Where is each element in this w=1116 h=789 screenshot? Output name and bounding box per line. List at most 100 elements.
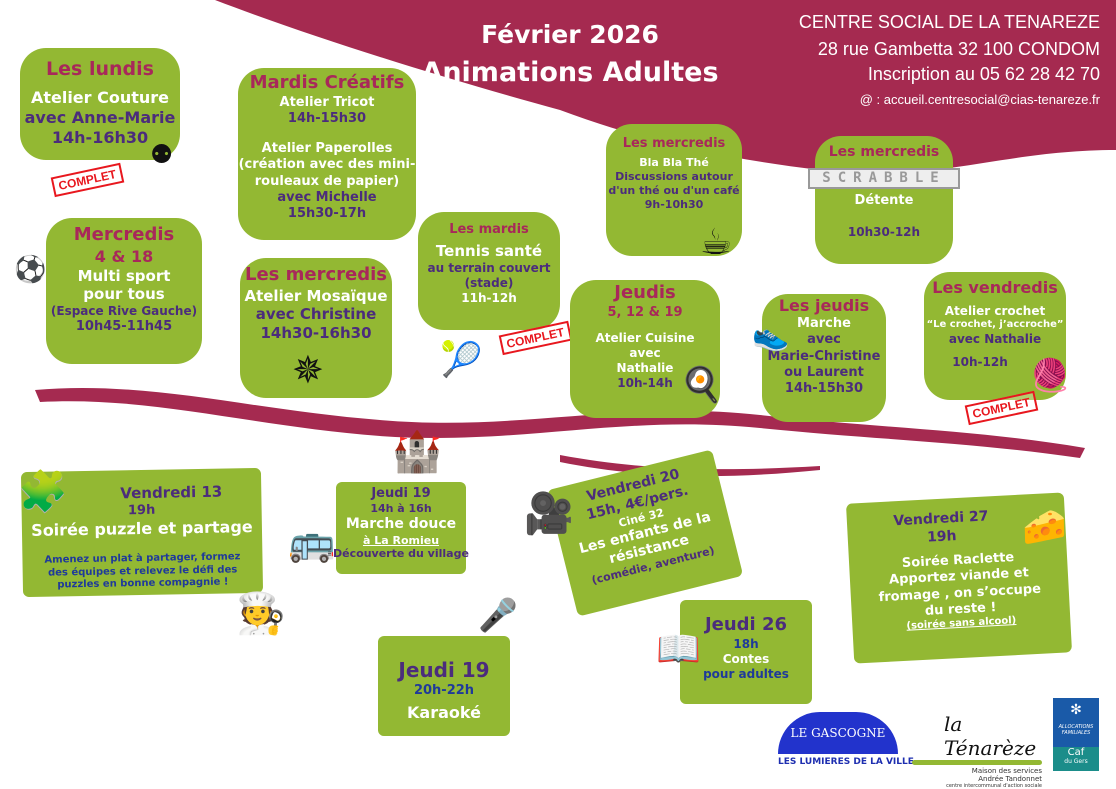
card-line: d'un thé ou d'un café: [608, 183, 740, 197]
puzzle-piece-icon: 🧩: [18, 469, 68, 515]
card-line: ou Laurent: [784, 364, 864, 380]
card-line: (création avec des mini-: [238, 157, 416, 173]
sports-balls-icon: ⚽: [14, 255, 47, 285]
buttons-icon: ⚉: [150, 140, 174, 170]
top-maroon-band: [215, 0, 1116, 174]
card-dates: 4 & 18: [94, 246, 154, 266]
card-line: (stade): [464, 276, 514, 290]
scrabble-tiles: SCRABBLE: [808, 167, 960, 189]
card-day: Jeudis: [614, 282, 676, 303]
coffee-cup-icon: ☕: [700, 222, 733, 263]
event-karaoke: Jeudi 19 20h-22h Karaoké: [378, 636, 510, 736]
card-day: Mercredis: [73, 224, 175, 245]
card-line: Bla Bla Thé: [639, 156, 709, 170]
card-bla-bla-the: Les mercredis Bla Bla Thé Discussions au…: [606, 124, 742, 256]
logo-subtext: Andrée Tandonnet: [978, 775, 1042, 783]
title-month: Février 2026: [481, 20, 659, 49]
card-line: Atelier Paperolles: [261, 141, 393, 156]
card-line: Atelier Mosaïque: [244, 286, 388, 305]
card-crochet: Les vendredis Atelier crochet “Le croche…: [924, 272, 1066, 400]
chef-hat-utensils-icon: 🍳: [680, 365, 723, 405]
org-email[interactable]: @ : accueil.centresocial@cias-tenareze.f…: [859, 92, 1100, 107]
card-line: rouleaux de papier): [254, 173, 400, 189]
card-day: Les lundis: [46, 58, 154, 80]
cheese-wheel-icon: 🧀: [1022, 507, 1067, 548]
card-line: 14h30-16h30: [260, 324, 372, 342]
card-line: 14h-16h30: [51, 127, 149, 147]
bus-icon: 🚌: [288, 520, 336, 564]
chef-with-food-icon: 🧑‍🍳: [236, 591, 286, 637]
card-couture: Les lundis Atelier Couture avec Anne-Mar…: [20, 48, 180, 160]
card-cuisine: Jeudis 5, 12 & 19 Atelier Cuisine avec N…: [570, 280, 720, 418]
event-date: Jeudi 19: [371, 486, 431, 501]
logo-subtext: Maison des services: [971, 767, 1042, 775]
event-time: 20h-22h: [413, 683, 475, 698]
logo-subtext: du Gers: [1064, 758, 1088, 765]
logo-subtext: ALLOCATIONS FAMILIALES: [1058, 724, 1094, 736]
card-line: avec Christine: [255, 305, 377, 324]
card-day: Les mercredis: [622, 136, 726, 151]
logo-text: la Ténarèze: [944, 712, 1037, 760]
card-line: 10h45-11h45: [75, 319, 173, 334]
card-line: 15h30-17h: [287, 206, 367, 221]
sneaker-icon: 👟: [752, 318, 790, 353]
card-line: Atelier Cuisine: [595, 330, 695, 345]
card-line: avec: [807, 332, 841, 348]
film-camera-icon: 🎥: [524, 491, 574, 537]
card-line: Multi sport: [77, 266, 171, 285]
yarn-heart-icon: 🧶: [1030, 356, 1070, 394]
tennis-racket-icon: 🎾: [440, 340, 483, 380]
card-line: au terrain couvert: [427, 261, 551, 275]
card-line: “Le crochet, j’accroche”: [926, 319, 1064, 330]
logo-le-gascogne: LE GASCOGNE LES LUMIERES DE LA VILLE: [778, 712, 914, 772]
card-line: 10h-14h: [617, 375, 673, 390]
card-day: Les jeudis: [778, 296, 870, 315]
event-contes: Jeudi 26 18h Contes pour adultes: [680, 600, 812, 704]
card-line: Marche: [797, 316, 851, 331]
event-date: Jeudi 19: [398, 658, 490, 682]
card-line: 14h-15h30: [784, 381, 864, 396]
mosaic-icon: ✵: [292, 348, 324, 392]
card-line: Tennis santé: [435, 242, 543, 261]
card-day: Les mercredis: [828, 144, 940, 160]
event-desc: pour adultes: [703, 666, 789, 681]
event-desc: Découverte du village: [333, 547, 469, 561]
org-phone: Inscription au 05 62 28 42 70: [867, 64, 1100, 84]
card-day: Mardis Créatifs: [249, 72, 405, 93]
event-title: Contes: [722, 651, 770, 666]
card-line: 10h30-12h: [847, 225, 921, 240]
card-mardis-creatifs: Mardis Créatifs Atelier Tricot 14h-15h30…: [238, 68, 416, 240]
title-subtitle: Animations Adultes: [421, 57, 719, 88]
logo-text: Caf: [1067, 747, 1085, 758]
org-address: 28 rue Gambetta 32 100 CONDOM: [817, 39, 1100, 59]
card-day: Les vendredis: [932, 278, 1058, 297]
event-date: Jeudi 26: [704, 614, 788, 635]
event-title: Karaoké: [407, 703, 481, 723]
event-title: Soirée puzzle et partage: [31, 517, 253, 540]
logo-subtext: LES LUMIERES DE LA VILLE: [778, 757, 914, 767]
card-line: Atelier Tricot: [279, 94, 375, 110]
family-figures-icon: ✻: [1070, 702, 1082, 718]
logo-caf: ✻ ALLOCATIONS FAMILIALES Caf du Gers: [1053, 698, 1099, 771]
card-scrabble: Les mercredis SCRABBLE Détente 10h30-12h: [808, 136, 960, 264]
card-line: Atelier crochet: [944, 304, 1046, 318]
card-line: Détente: [854, 193, 914, 208]
card-mosaique: Les mercredis Atelier Mosaïque avec Chri…: [240, 258, 392, 398]
page-title: Février 2026 Animations Adultes: [420, 16, 720, 92]
card-tennis: Les mardis Tennis santé au terrain couve…: [418, 212, 560, 330]
card-dates: 5, 12 & 19: [607, 304, 683, 320]
event-title: Marche douce: [345, 516, 457, 532]
card-multisport: Mercredis 4 & 18 Multi sport pour tous (…: [46, 218, 202, 364]
card-line: (Espace Rive Gauche): [50, 304, 198, 318]
event-place: à La Romieu: [362, 533, 440, 547]
card-line: pour tous: [83, 285, 165, 304]
open-book-icon: 📖: [656, 629, 701, 670]
card-line: avec Anne-Marie: [24, 107, 176, 127]
card-line: Marie-Christine: [767, 348, 881, 364]
org-name: CENTRE SOCIAL DE LA TENAREZE: [798, 12, 1100, 32]
church-building-icon: 🏰: [392, 429, 442, 475]
card-line: Atelier Couture: [30, 87, 170, 107]
card-line: avec: [629, 345, 661, 360]
card-day: Les mardis: [449, 222, 529, 237]
card-line: 14h-15h30: [287, 110, 367, 126]
